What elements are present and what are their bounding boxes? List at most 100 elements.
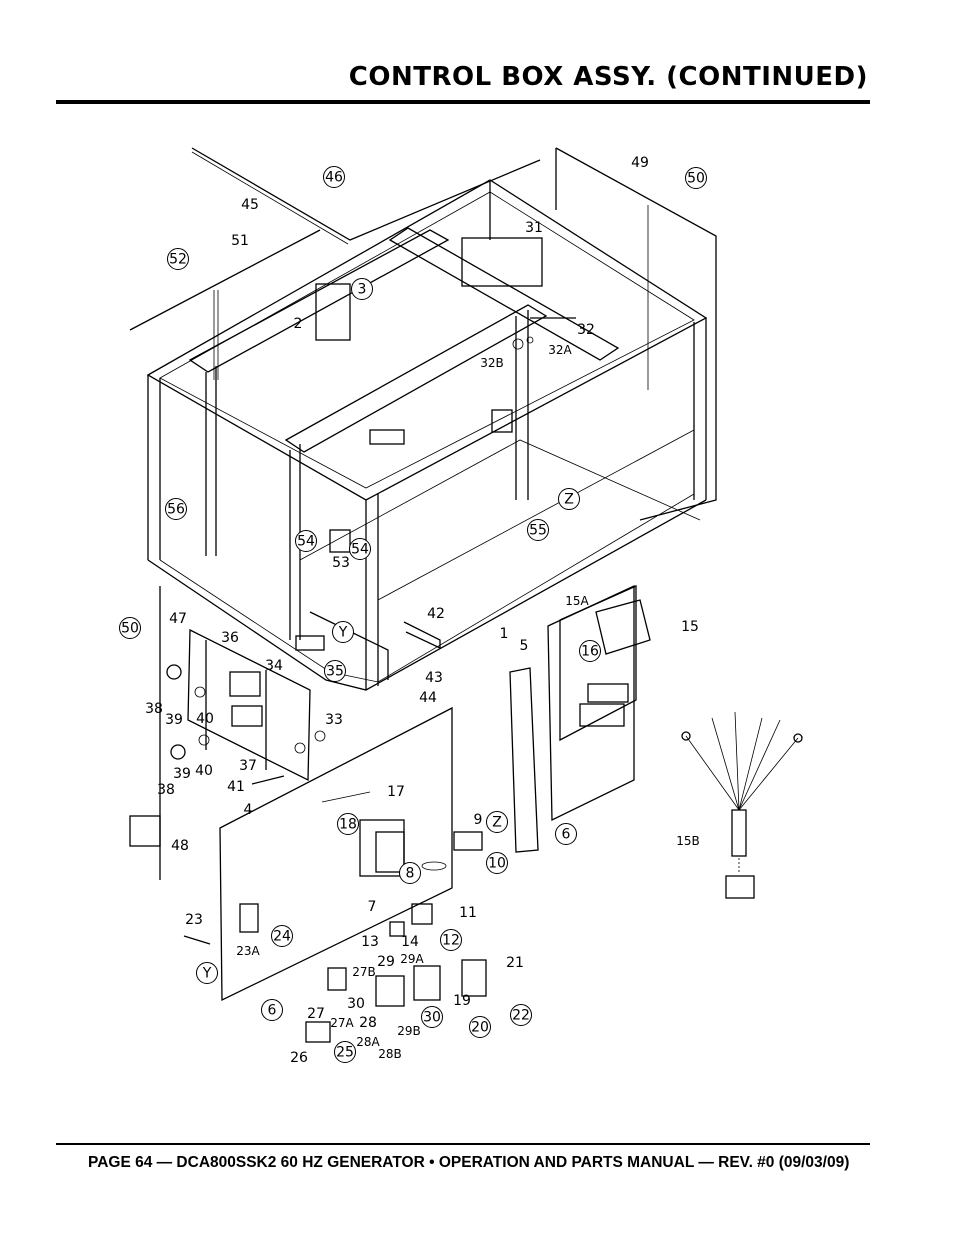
- callout-label: 54: [351, 542, 369, 558]
- callout-circle: [685, 167, 707, 189]
- callout-label: 20: [471, 1020, 489, 1036]
- control-box-frame: [146, 179, 708, 691]
- part-number-label: 32B: [480, 356, 504, 370]
- part-number-label: 21: [506, 955, 524, 971]
- part-number-label: 34: [265, 658, 283, 674]
- callout-label: 50: [687, 171, 705, 187]
- part-number-label: 17: [387, 784, 405, 800]
- callout-circle: [271, 925, 293, 947]
- part-number-label: 40: [196, 711, 214, 727]
- top-cover-panel: [191, 147, 541, 245]
- callout-circle: [469, 1016, 491, 1038]
- callout-circle: [399, 862, 421, 884]
- callout-circle: [323, 166, 345, 188]
- circuit-board-panel: [509, 584, 651, 853]
- callout-label: 18: [339, 817, 357, 833]
- callout-label: 55: [529, 523, 547, 539]
- part-number-label: 49: [631, 155, 649, 171]
- callout-circle: [332, 621, 354, 643]
- part-number-label: 30: [347, 996, 365, 1012]
- part-number-label: 28: [359, 1015, 377, 1031]
- part-number-label: 42: [427, 606, 445, 622]
- part-number-label: 38: [145, 701, 163, 717]
- callout-label: 6: [562, 827, 571, 843]
- callout-label: 30: [423, 1010, 441, 1026]
- part-number-label: 15: [681, 619, 699, 635]
- callout-label: 25: [336, 1045, 354, 1061]
- part-number-label: 5: [520, 638, 529, 654]
- callout-label: 35: [326, 664, 344, 680]
- part-number-label: 38: [157, 782, 175, 798]
- part-number-label: 32A: [548, 343, 572, 357]
- wire-harness: [681, 711, 803, 899]
- part-number-label: 1: [500, 626, 509, 642]
- callout-circle: [579, 640, 601, 662]
- callout-label: 56: [167, 502, 185, 518]
- part-number-label: 39: [173, 766, 191, 782]
- callout-label: 24: [273, 929, 291, 945]
- callout-circle: [167, 248, 189, 270]
- part-number-label: 15A: [565, 594, 589, 608]
- callout-circle: [196, 962, 218, 984]
- callout-label: 52: [169, 252, 187, 268]
- part-number-label: 28B: [378, 1047, 402, 1061]
- callout-label: 6: [268, 1003, 277, 1019]
- part-number-label: 13: [361, 934, 379, 950]
- callout-circle: [486, 811, 508, 833]
- callout-circle: [165, 498, 187, 520]
- callout-circle: [119, 617, 141, 639]
- part-number-label: 41: [227, 779, 245, 795]
- callout-circle: [295, 530, 317, 552]
- callout-circle: [337, 813, 359, 835]
- rubber-block-48: [129, 815, 161, 847]
- part-number-label: 44: [419, 690, 437, 706]
- page-footer: PAGE 64 — DCA800SSK2 60 HZ GENERATOR • O…: [88, 1154, 850, 1171]
- part-number-label: 47: [169, 611, 187, 627]
- terminal-plate-assembly: [159, 586, 389, 880]
- callout-circle: [440, 929, 462, 951]
- part-number-label: 23: [185, 912, 203, 928]
- part-number-label: 36: [221, 630, 239, 646]
- callout-label: 16: [581, 644, 599, 660]
- callout-label: 8: [406, 866, 415, 882]
- part-number-label: 53: [332, 555, 350, 571]
- part-number-label: 27A: [330, 1016, 354, 1030]
- part-number-label: 51: [231, 233, 249, 249]
- part-number-label: 15B: [676, 834, 700, 848]
- callout-circle: [558, 488, 580, 510]
- callout-circle: [421, 1006, 443, 1028]
- callout-label: 12: [442, 933, 460, 949]
- bracket-42: [403, 621, 441, 650]
- part-number-label: 29A: [400, 952, 424, 966]
- callout-circle: [324, 660, 346, 682]
- part-number-label: 19: [453, 993, 471, 1009]
- callout-label: 54: [297, 534, 315, 550]
- callout-circle: [527, 519, 549, 541]
- callout-circle: [261, 999, 283, 1021]
- part-number-label: 45: [241, 197, 259, 213]
- callout-circle: [349, 538, 371, 560]
- part-number-label: 31: [525, 220, 543, 236]
- part-number-label: 23A: [236, 944, 260, 958]
- part-number-label: 48: [171, 838, 189, 854]
- part-number-label: 26: [290, 1050, 308, 1066]
- part-number-label: 32: [577, 322, 595, 338]
- part-number-label: 37: [239, 758, 257, 774]
- callout-label: 46: [325, 170, 343, 186]
- front-control-panel: [183, 706, 487, 1043]
- callout-label: 50: [121, 621, 139, 637]
- header-rule: [56, 100, 870, 104]
- part-number-label: 2: [294, 316, 303, 332]
- part-number-label: 14: [401, 934, 419, 950]
- part-number-label: 9: [474, 812, 483, 828]
- callout-label: Z: [564, 492, 574, 508]
- callout-circle: [351, 278, 373, 300]
- callout-label: 10: [488, 856, 506, 872]
- part-number-label: 11: [459, 905, 477, 921]
- callout-label: 3: [358, 282, 367, 298]
- callout-circle: [510, 1004, 532, 1026]
- callout-label: Y: [338, 625, 348, 641]
- page-title: CONTROL BOX ASSY. (CONTINUED): [348, 62, 868, 92]
